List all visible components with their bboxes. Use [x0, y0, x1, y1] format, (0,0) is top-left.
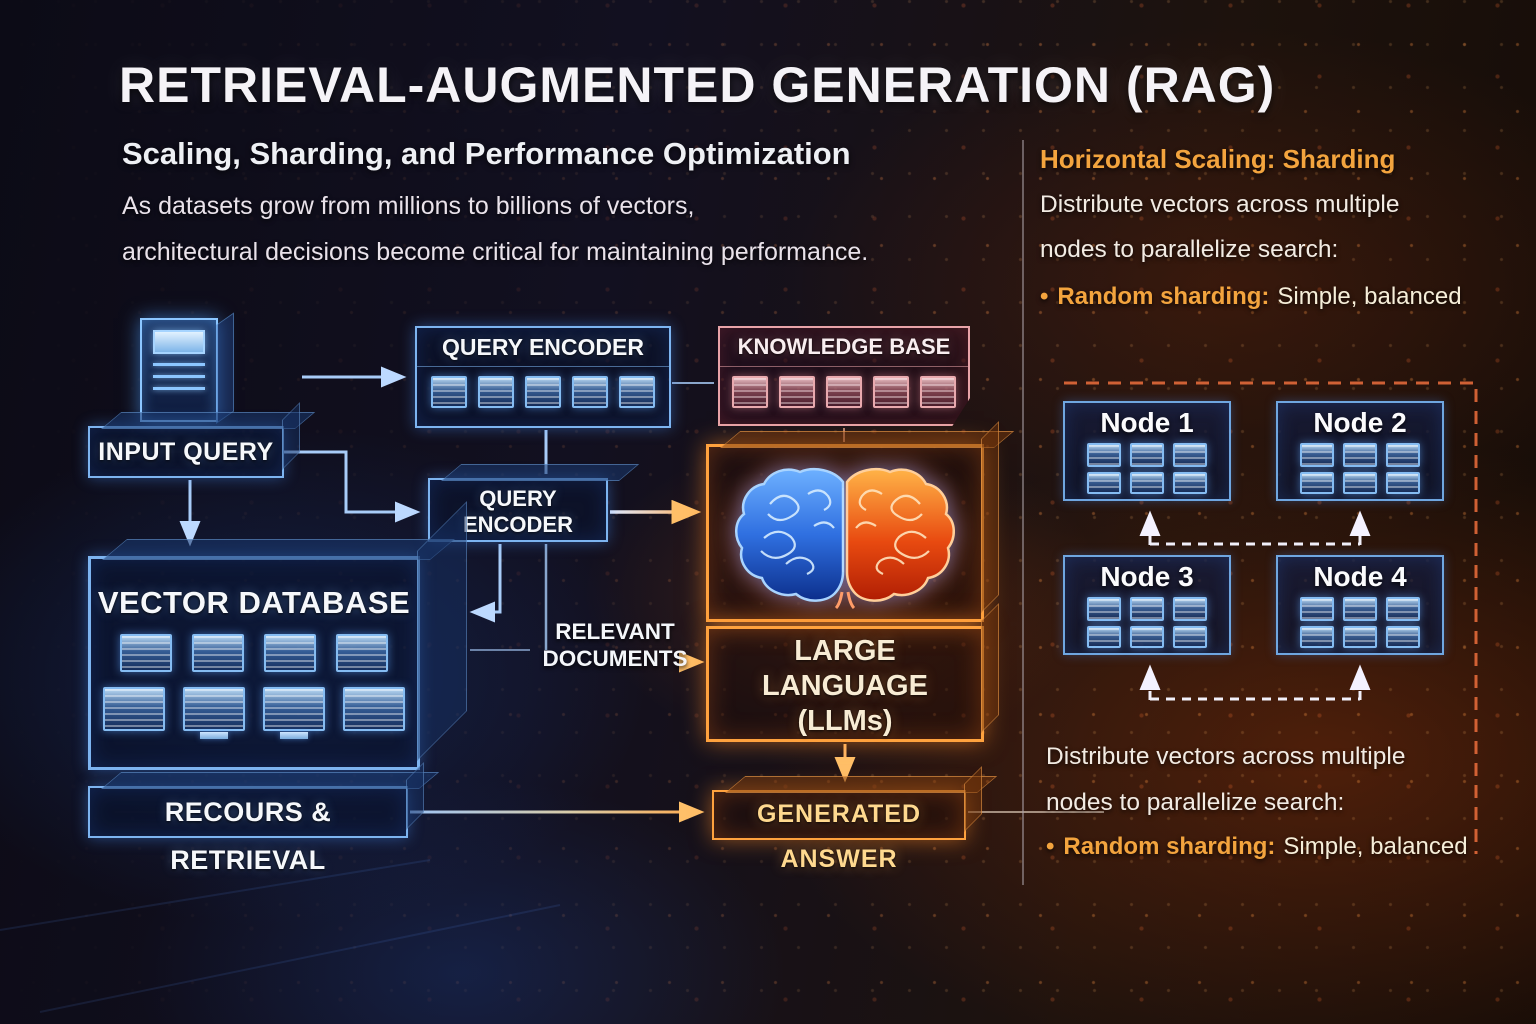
client-computer-icon [140, 318, 218, 422]
server-chip-icon [1087, 597, 1121, 621]
server-chip-icon [1386, 597, 1420, 621]
server-chip-icon [103, 687, 165, 731]
server-chip-icon [263, 687, 325, 731]
arrow-encoder2-to-vectordb [469, 544, 502, 623]
sharding-bottom-line2: nodes to parallelize search: [1046, 789, 1345, 816]
vectordb-chip-row [91, 634, 417, 672]
computer-panel-icon [153, 330, 205, 354]
server-chip-icon [1173, 626, 1207, 648]
server-chip-icon [1130, 626, 1164, 648]
server-chip-icon [1173, 597, 1207, 621]
sharding-body-line2: nodes to parallelize search: [1040, 236, 1339, 263]
server-chip-icon [1300, 626, 1334, 648]
server-chip-icon [1386, 443, 1420, 467]
knowledge-base-box: KNOWLEDGE BASE [718, 326, 970, 426]
server-chip-icon [1386, 626, 1420, 648]
brain-icon [735, 468, 955, 610]
server-chip-icon [732, 376, 768, 408]
input-query-box: INPUT QUERY [88, 426, 284, 478]
server-chip-icon [1300, 472, 1334, 494]
description-line-2: architectural decisions become critical … [122, 238, 869, 266]
arrow-inputquery-to-encoder2 [284, 450, 421, 523]
vector-database-box: VECTOR DATABASE [88, 556, 420, 770]
sharding-bottom-line1: Distribute vectors across multiple [1046, 743, 1406, 770]
page-subtitle: Scaling, Sharding, and Performance Optim… [122, 136, 851, 171]
server-chip-icon [525, 376, 561, 408]
node-2-box: Node 2 [1276, 401, 1444, 501]
server-chip-icon [120, 634, 172, 672]
description-line-1: As datasets grow from millions to billio… [122, 192, 695, 220]
server-chip-icon [264, 634, 316, 672]
query-encoder2-line1: QUERY [479, 486, 557, 511]
server-chip-icon [1173, 443, 1207, 467]
vector-database-label: VECTOR DATABASE [97, 585, 411, 620]
llm-line1: LARGE [794, 635, 896, 667]
sharding-bottom-bullet: •Random sharding:Simple, balanced [1046, 833, 1468, 860]
server-chip-icon [826, 376, 862, 408]
vectordb-monitor-row [91, 687, 417, 731]
input-query-label: INPUT QUERY [98, 438, 274, 466]
sharding-body-line1: Distribute vectors across multiple [1040, 191, 1400, 218]
node-4-label: Node 4 [1313, 561, 1407, 592]
encoder-chip-row [417, 376, 669, 408]
server-chip-icon [183, 687, 245, 731]
server-chip-icon [1343, 443, 1377, 467]
server-chip-icon [1343, 472, 1377, 494]
server-chip-icon [1343, 597, 1377, 621]
llm-line3: (LLMs) [797, 705, 893, 737]
server-chip-icon [1173, 472, 1207, 494]
node-3-box: Node 3 [1063, 555, 1231, 655]
server-chip-icon [1130, 597, 1164, 621]
server-chip-icon [431, 376, 467, 408]
server-chip-icon [1386, 472, 1420, 494]
query-encoder2-box: QUERY ENCODER [428, 478, 608, 542]
node-2-label: Node 2 [1313, 407, 1407, 438]
server-chip-icon [920, 376, 956, 408]
query-encoder-label: QUERY ENCODER [417, 328, 669, 367]
node-4-box: Node 4 [1276, 555, 1444, 655]
server-chip-icon [1130, 443, 1164, 467]
node-1-box: Node 1 [1063, 401, 1231, 501]
node-3-label: Node 3 [1100, 561, 1194, 592]
section-divider [1022, 140, 1024, 885]
server-chip-icon [779, 376, 815, 408]
generated-answer-box: GENERATED ANSWER [712, 790, 966, 873]
server-chip-icon [1087, 472, 1121, 494]
server-chip-icon [1130, 472, 1164, 494]
server-chip-icon [1087, 626, 1121, 648]
generated-answer-label: GENERATED ANSWER [756, 800, 922, 873]
relevant-documents-label: RELEVANT DOCUMENTS [542, 619, 688, 671]
server-chip-icon [619, 376, 655, 408]
server-chip-icon [192, 634, 244, 672]
server-chip-icon [478, 376, 514, 408]
sharding-bullet: •Random sharding:Simple, balanced [1040, 283, 1462, 310]
server-chip-icon [1300, 597, 1334, 621]
sharding-heading: Horizontal Scaling: Sharding [1040, 144, 1396, 174]
server-chip-icon [343, 687, 405, 731]
page-title: RETRIEVAL-AUGMENTED GENERATION (RAG) [119, 57, 1276, 113]
server-chip-icon [572, 376, 608, 408]
query-encoder-box: QUERY ENCODER [415, 326, 671, 428]
knowledge-base-label: KNOWLEDGE BASE [720, 328, 968, 367]
server-chip-icon [1343, 626, 1377, 648]
server-chip-icon [336, 634, 388, 672]
llm-line2: LANGUAGE [762, 670, 928, 702]
recours-retrieval-box: RECOURS & RETRIEVAL [88, 786, 408, 875]
knowledge-chip-row [720, 376, 968, 408]
server-chip-icon [873, 376, 909, 408]
llm-box: LARGE LANGUAGE (LLMs) [706, 626, 984, 742]
server-chip-icon [1300, 443, 1334, 467]
server-chip-icon [1087, 443, 1121, 467]
recours-retrieval-label: RECOURS & RETRIEVAL [164, 797, 332, 875]
query-encoder2-line2: ENCODER [462, 512, 573, 537]
llm-brain-box [706, 444, 984, 622]
node-1-label: Node 1 [1100, 407, 1194, 438]
